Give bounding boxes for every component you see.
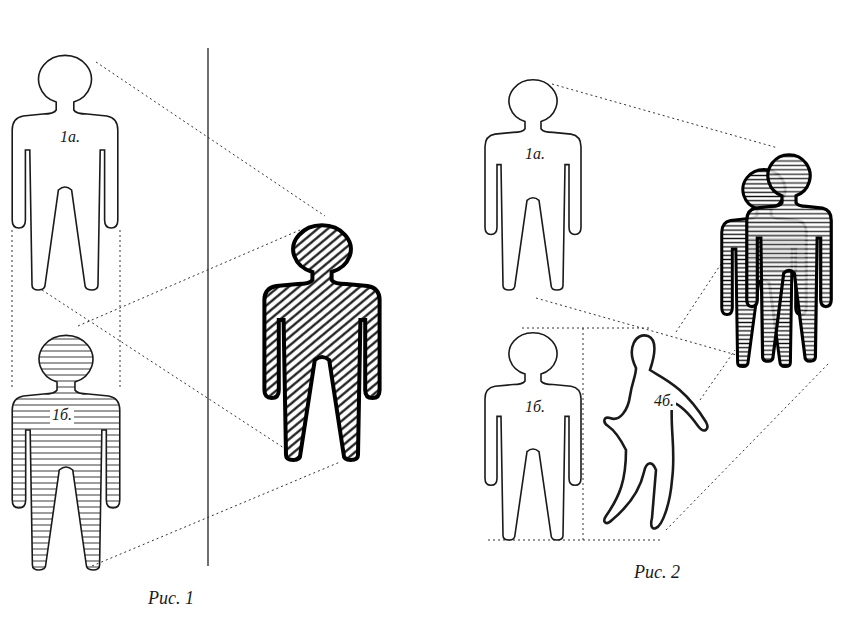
figure-caption: Рис. 2 bbox=[634, 562, 680, 583]
human-figure: 1б. bbox=[483, 328, 583, 540]
figure-outline bbox=[10, 330, 122, 570]
figure-label: 1б. bbox=[50, 406, 74, 424]
figure-outline bbox=[483, 75, 583, 290]
figure-caption: Рис. 1 bbox=[148, 588, 194, 609]
composite-figure bbox=[264, 225, 379, 460]
divider-line bbox=[207, 48, 208, 566]
human-figure: 1а. bbox=[10, 50, 120, 290]
figure-outline bbox=[483, 328, 583, 540]
composite-figure bbox=[747, 155, 831, 361]
human-figure: 4б. bbox=[600, 330, 710, 530]
figure-outline bbox=[600, 330, 710, 530]
figure-label: 1а. bbox=[58, 128, 82, 146]
figure-outline bbox=[12, 55, 118, 290]
figure-outline bbox=[604, 335, 707, 528]
figure-outline bbox=[485, 333, 581, 540]
figure-outline bbox=[485, 80, 581, 290]
human-figure: 1а. bbox=[483, 75, 583, 290]
figure-label: 1а. bbox=[523, 145, 547, 163]
figure-outline bbox=[12, 335, 120, 570]
figure-label: 4б. bbox=[652, 392, 676, 410]
figure-label: 1б. bbox=[523, 398, 547, 416]
figure-outline bbox=[10, 50, 120, 290]
human-figure: 1б. bbox=[10, 330, 122, 570]
